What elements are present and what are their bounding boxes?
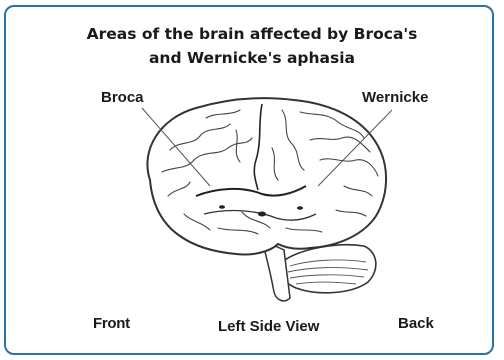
- wernicke-label: Wernicke: [362, 89, 428, 106]
- cerebrum-outline: [147, 98, 386, 254]
- front-label: Front: [93, 315, 130, 332]
- back-label: Back: [398, 315, 434, 332]
- side-view-label: Left Side View: [218, 318, 319, 335]
- broca-label: Broca: [101, 89, 144, 106]
